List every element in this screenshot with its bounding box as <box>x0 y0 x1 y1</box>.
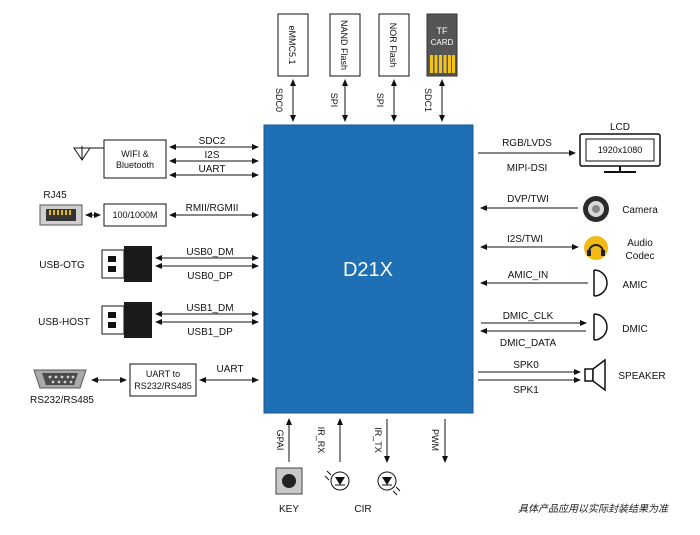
wifi-group: WIFI & Bluetooth SDC2 I2S UART <box>73 136 259 179</box>
chip-block: D21X <box>263 124 474 414</box>
chip-label: D21X <box>343 259 393 281</box>
antenna-icon <box>73 146 104 161</box>
tf-card-contacts <box>430 55 455 73</box>
button-icon <box>275 467 303 495</box>
camera-icon <box>583 196 609 222</box>
lcd-resolution: 1920x1080 <box>598 145 643 155</box>
usb-host-label: USB-HOST <box>38 317 90 328</box>
packaging-note: 具体产品应用以实际封装结果为准 <box>518 503 669 515</box>
amic-label: AMIC <box>623 280 648 291</box>
lcd-bus-rgb: RGB/LVDS <box>502 138 552 149</box>
dmic-bus-data: DMIC_DATA <box>500 338 557 349</box>
wifi-label-line2: Bluetooth <box>116 160 154 170</box>
rj45-icon <box>39 204 83 226</box>
pwm-group: PWM <box>430 419 448 463</box>
tf-card-block: TF CARD SDC1 <box>423 13 458 122</box>
usb-otg-group: USB-OTG USB0_DM USB0_DP <box>39 246 259 282</box>
audio-codec-bus-label: I2S/TWI <box>507 234 543 245</box>
speaker-group: SPEAKER SPK0 SPK1 <box>478 358 666 396</box>
audio-codec-label-line1: Audio <box>627 238 653 249</box>
dmic-label: DMIC <box>622 324 648 335</box>
usb-otg-connector-icon <box>101 246 152 282</box>
ethernet-phy-label: 100/1000M <box>112 210 157 220</box>
ir-receiver-icon <box>324 470 350 491</box>
microphone-icon <box>593 269 608 297</box>
nand-bus-label: SPI <box>329 93 339 108</box>
nand-label: NAND Flash <box>339 20 349 70</box>
tf-label-line1: TF <box>437 26 448 36</box>
nor-label: NOR Flash <box>388 23 398 68</box>
tf-label-line2: CARD <box>431 38 454 47</box>
wifi-bus-sdc2: SDC2 <box>199 136 226 147</box>
dmic-group: DMIC DMIC_CLK DMIC_DATA <box>480 311 648 349</box>
serial-group: RS232/RS485 UART to RS232/RS485 UART <box>30 363 259 406</box>
audio-codec-group: Audio Codec I2S/TWI <box>480 234 655 262</box>
usb-otg-label: USB-OTG <box>39 260 85 271</box>
serial-converter-line2: RS232/RS485 <box>134 381 192 391</box>
usb-otg-bus-dp: USB0_DP <box>187 271 233 282</box>
rj45-label: RJ45 <box>43 190 67 201</box>
serial-converter-line1: UART to <box>146 369 180 379</box>
camera-bus-label: DVP/TWI <box>507 194 549 205</box>
audio-codec-label-line2: Codec <box>626 251 655 262</box>
ethernet-phy <box>103 203 167 227</box>
cir-group: IR_RX IR_TX CIR <box>316 418 401 515</box>
usb-otg-bus-dm: USB0_DM <box>186 247 233 258</box>
speaker-bus-1: SPK1 <box>513 385 539 396</box>
serial-connector-label: RS232/RS485 <box>30 395 94 406</box>
lcd-label: LCD <box>610 122 630 133</box>
dmic-icon <box>593 313 608 341</box>
emmc-label: eMMC5.1 <box>287 25 297 64</box>
key-group: GPAI KEY <box>275 418 303 515</box>
cir-label: CIR <box>354 504 371 515</box>
wifi-label-line1: WIFI & <box>121 149 149 159</box>
nor-block: NOR Flash SPI <box>375 13 410 122</box>
usb-host-bus-dm: USB1_DM <box>186 303 233 314</box>
ir-led-icon <box>377 471 401 496</box>
wifi-module <box>103 139 167 179</box>
wifi-bus-uart: UART <box>198 164 225 175</box>
usb-host-connector-icon <box>101 302 152 338</box>
wifi-bus-i2s: I2S <box>204 150 219 161</box>
key-bus-label: GPAI <box>275 430 285 451</box>
dmic-bus-clk: DMIC_CLK <box>503 311 554 322</box>
camera-group: Camera DVP/TWI <box>480 194 658 222</box>
usb-host-group: USB-HOST USB1_DM USB1_DP <box>38 302 259 338</box>
camera-label: Camera <box>622 205 658 216</box>
amic-group: AMIC AMIC_IN <box>480 269 648 297</box>
key-label: KEY <box>279 504 299 515</box>
speaker-label: SPEAKER <box>618 371 665 382</box>
emmc-block: eMMC5.1 SDC0 <box>274 13 309 122</box>
db9-connector-icon <box>33 369 87 389</box>
emmc-bus-label: SDC0 <box>274 88 284 112</box>
lcd-bus-mipi: MIPI-DSI <box>507 163 548 174</box>
tf-bus-label: SDC1 <box>423 88 433 112</box>
monitor-icon <box>579 133 661 173</box>
chip-body <box>263 124 474 414</box>
amic-bus-label: AMIC_IN <box>508 270 549 281</box>
ir-rx-label: IR_RX <box>316 427 326 454</box>
speaker-icon <box>584 358 606 392</box>
ir-tx-label: IR_TX <box>373 427 383 453</box>
headphone-icon <box>584 236 608 260</box>
nor-bus-label: SPI <box>375 93 385 108</box>
pwm-label: PWM <box>430 429 440 451</box>
ethernet-group: RJ45 100/1000M RMII/RGMII <box>39 190 259 227</box>
usb-host-bus-dp: USB1_DP <box>187 327 233 338</box>
speaker-bus-0: SPK0 <box>513 360 539 371</box>
serial-converter <box>129 363 197 397</box>
lcd-group: LCD 1920x1080 RGB/LVDS MIPI-DSI <box>478 122 661 174</box>
nand-block: NAND Flash SPI <box>329 13 361 122</box>
serial-uart-label: UART <box>216 364 243 375</box>
ethernet-bus-label: RMII/RGMII <box>186 203 239 214</box>
